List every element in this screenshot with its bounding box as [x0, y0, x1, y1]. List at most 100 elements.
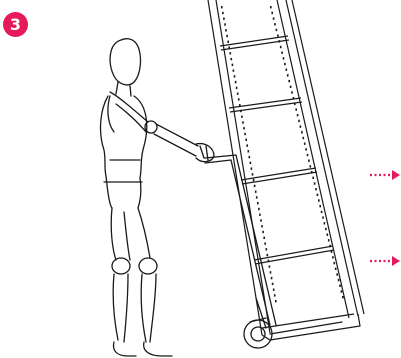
pin-hole [322, 216, 324, 218]
mannequin-knee-front [139, 258, 157, 274]
mannequin-foot-front [144, 342, 172, 356]
pin-hole [293, 97, 295, 99]
pin-hole [257, 202, 259, 204]
pin-hole [235, 81, 237, 83]
pin-hole [263, 237, 265, 239]
hand-truck-nose-plate [270, 322, 342, 334]
pin-hole [227, 41, 229, 43]
pin-hole [274, 23, 276, 25]
pin-hole [274, 294, 276, 296]
pin-hole [321, 211, 323, 213]
pin-hole [271, 277, 273, 279]
pin-hole [231, 58, 233, 60]
pin-hole [288, 80, 290, 82]
pin-hole [270, 6, 272, 8]
shelf-board [220, 36, 288, 46]
direction-arrows [370, 170, 400, 266]
hand-truck-wheel-hub [251, 327, 265, 341]
pin-hole [336, 273, 338, 275]
pin-hole [252, 173, 254, 175]
pin-hole [339, 285, 341, 287]
pin-hole [301, 131, 303, 133]
pin-hole [319, 205, 321, 207]
shelf-pin-holes [221, 6, 344, 302]
pin-hole [269, 265, 271, 267]
pin-hole [248, 150, 250, 152]
pin-hole [262, 231, 264, 233]
pin-hole [294, 103, 296, 105]
pin-hole [256, 196, 258, 198]
pin-hole [329, 245, 331, 247]
pin-hole [249, 156, 251, 158]
pin-hole [234, 75, 236, 77]
pin-hole [286, 69, 288, 71]
pin-hole [239, 104, 241, 106]
pin-hole [298, 120, 300, 122]
pin-hole [312, 177, 314, 179]
pin-hole [342, 296, 344, 298]
pin-hole [305, 148, 307, 150]
pin-hole [251, 167, 253, 169]
pin-hole [240, 110, 242, 112]
pin-hole [253, 179, 255, 181]
pin-hole [272, 283, 274, 285]
shelf-left-panel [208, 0, 262, 335]
pin-hole [280, 46, 282, 48]
pin-hole [245, 139, 247, 141]
pin-hole [304, 143, 306, 145]
pin-hole [222, 12, 224, 14]
pin-hole [273, 289, 275, 291]
pin-hole [268, 260, 270, 262]
mannequin-shin-back [113, 274, 128, 342]
pin-hole [291, 91, 293, 93]
mannequin-back-arm [108, 96, 114, 132]
pin-hole [324, 222, 326, 224]
direction-arrow-icon [370, 256, 400, 266]
mannequin-head [110, 39, 140, 85]
pin-hole [300, 125, 302, 127]
mannequin-thigh-front [138, 208, 150, 258]
shelf-right-panel [277, 0, 349, 318]
shelf-board [229, 98, 301, 108]
pin-hole [335, 268, 337, 270]
pin-hole [232, 64, 234, 66]
pin-hole [307, 154, 309, 156]
pin-hole [264, 242, 266, 244]
mannequin-torso-front [134, 96, 147, 178]
pin-hole [338, 279, 340, 281]
pin-hole [283, 57, 285, 59]
direction-arrow-icon [370, 170, 400, 180]
pin-hole [241, 116, 243, 118]
mannequin-foot-back [114, 342, 136, 356]
pin-hole [279, 40, 281, 42]
pin-hole [233, 69, 235, 71]
pin-hole [314, 182, 316, 184]
pin-hole [228, 46, 230, 48]
shelf-right-panel-inner [286, 0, 358, 316]
pin-hole [327, 234, 329, 236]
hand-truck-wheel [244, 320, 272, 348]
pin-hole [255, 191, 257, 193]
pin-hole [261, 225, 263, 227]
mannequin-thigh-inner [124, 212, 130, 260]
mannequin-waist-lines [104, 160, 142, 182]
pin-hole [260, 219, 262, 221]
pin-hole [244, 133, 246, 135]
mannequin-hips [106, 176, 141, 208]
pin-hole [295, 108, 297, 110]
shelf-back-edge [292, 0, 364, 314]
pin-hole [331, 251, 333, 253]
pin-hole [303, 137, 305, 139]
shelf-board [255, 250, 334, 264]
pin-hole [258, 208, 260, 210]
pin-hole [275, 300, 277, 302]
mannequin-upper-arm [110, 92, 148, 122]
mannequin-torso-back [101, 96, 108, 176]
pin-hole [224, 23, 226, 25]
pin-hole [317, 194, 319, 196]
pin-hole [243, 127, 245, 129]
pin-hole [281, 52, 283, 54]
pin-hole [310, 165, 312, 167]
pin-hole [308, 160, 310, 162]
